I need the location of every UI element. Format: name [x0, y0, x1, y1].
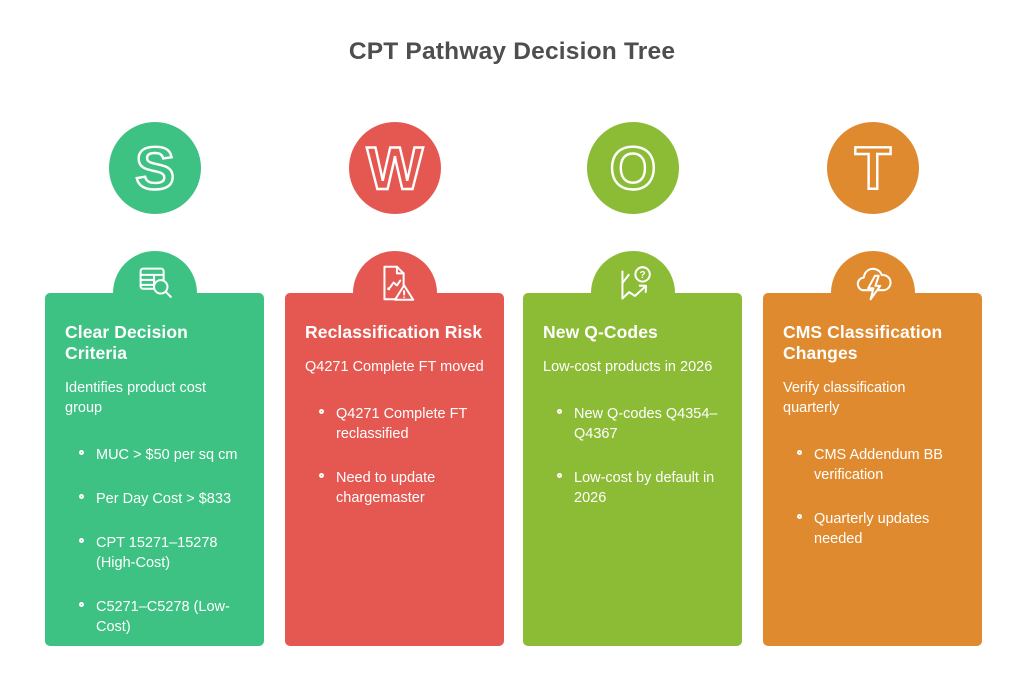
- bullet-item: Q4271 Complete FT reclassified: [319, 404, 484, 444]
- bullet-text: Low-cost by default in 2026: [574, 470, 715, 506]
- card-content: Clear Decision Criteria Identifies produ…: [45, 293, 264, 637]
- card-subtitle: Verify classification quarterly: [783, 380, 906, 416]
- cloud-lightning-icon: [856, 267, 892, 301]
- opportunities-card: ? New Q-Codes Low-cost products in 2026 …: [523, 251, 742, 646]
- growth-chart-question-icon: ?: [620, 266, 651, 300]
- letter-badge-t: T: [826, 122, 919, 214]
- letter-o-outline: O: [608, 134, 657, 203]
- bullet-text: CMS Addendum BB verification: [814, 447, 943, 483]
- bullet-list: Q4271 Complete FT reclassified Need to u…: [305, 404, 484, 508]
- letter-badge-s: S: [108, 122, 201, 214]
- bullet-dot: [797, 449, 802, 455]
- letter-w-outline: W: [365, 134, 424, 203]
- card-bump: ?: [590, 251, 675, 335]
- svg-text:?: ?: [639, 270, 645, 281]
- bullet-dot: [79, 493, 84, 499]
- bullet-item: Quarterly updates needed: [797, 509, 962, 549]
- bullet-item: C5271–C5278 (Low-Cost): [79, 597, 244, 637]
- letter-s-outline: S: [133, 134, 175, 203]
- bullet-item: CMS Addendum BB verification: [797, 445, 962, 485]
- bullet-dot: [557, 408, 562, 414]
- bullet-dot: [79, 537, 84, 543]
- card-title: Reclassification Risk: [305, 322, 483, 342]
- bullet-text: Quarterly updates needed: [814, 511, 930, 547]
- swot-column-weaknesses: W Reclassification Risk: [285, 122, 504, 646]
- svg-text:S: S: [134, 135, 174, 202]
- bullet-item: CPT 15271–15278 (High-Cost): [79, 533, 244, 573]
- card-bump: [352, 251, 437, 335]
- bullet-text: New Q-codes Q4354–Q4367: [574, 406, 718, 442]
- bullet-dot: [79, 601, 84, 607]
- svg-text:W: W: [366, 135, 423, 202]
- bullet-text: C5271–C5278 (Low-Cost): [96, 599, 230, 635]
- document-chart-warning-icon: [382, 265, 414, 301]
- bullet-item: MUC > $50 per sq cm: [79, 445, 244, 465]
- page-title: CPT Pathway Decision Tree: [348, 38, 676, 65]
- card-content: New Q-Codes Low-cost products in 2026 Ne…: [523, 293, 742, 508]
- bullet-item: Low-cost by default in 2026: [557, 468, 722, 508]
- bullet-list: MUC > $50 per sq cm Per Day Cost > $833 …: [65, 445, 244, 637]
- bullet-item: New Q-codes Q4354–Q4367: [557, 404, 722, 444]
- card-subtitle: Q4271 Complete FT moved: [305, 359, 484, 375]
- card-content: CMS Classification Changes Verify classi…: [763, 293, 982, 549]
- card-content: Reclassification Risk Q4271 Complete FT …: [285, 293, 504, 508]
- swot-column-opportunities: O ? New Q-Codes Low-cost prod: [523, 122, 742, 646]
- card-subtitle: Low-cost products in 2026: [543, 359, 713, 375]
- bullet-text: Need to update chargemaster: [336, 470, 436, 506]
- bullet-text: MUC > $50 per sq cm: [96, 447, 238, 463]
- bullet-item: Need to update chargemaster: [319, 468, 484, 508]
- card-title: New Q-Codes: [543, 322, 658, 342]
- card-bump: [112, 251, 197, 335]
- bullet-text: CPT 15271–15278 (High-Cost): [96, 535, 218, 571]
- bullet-list: CMS Addendum BB verification Quarterly u…: [783, 445, 962, 549]
- bullet-dot: [319, 472, 324, 478]
- bullet-text: Q4271 Complete FT reclassified: [336, 406, 468, 442]
- bullet-dot: [319, 408, 324, 414]
- letter-badge-o: O: [586, 122, 679, 214]
- letter-t-outline: T: [853, 134, 892, 203]
- card-title: CMS Classification Changes: [783, 322, 943, 363]
- strengths-card: Clear Decision Criteria Identifies produ…: [45, 251, 264, 646]
- bullet-dot: [557, 472, 562, 478]
- table-search-icon: [139, 267, 172, 298]
- bullet-text: Per Day Cost > $833: [96, 491, 232, 507]
- card-title: Clear Decision Criteria: [65, 322, 188, 363]
- threats-card: CMS Classification Changes Verify classi…: [763, 251, 982, 646]
- weaknesses-card: Reclassification Risk Q4271 Complete FT …: [285, 251, 504, 646]
- bullet-dot: [79, 449, 84, 455]
- card-bump: [830, 251, 915, 335]
- swot-column-strengths: S Clear Decision Criter: [45, 122, 264, 646]
- card-subtitle: Identifies product cost group: [65, 380, 207, 416]
- svg-text:T: T: [854, 135, 891, 202]
- letter-badge-w: W: [348, 122, 441, 214]
- swot-column-threats: T CMS Classification Changes Verify clas…: [763, 122, 982, 646]
- bullet-list: New Q-codes Q4354–Q4367 Low-cost by defa…: [543, 404, 722, 508]
- bullet-dot: [797, 513, 802, 519]
- bullet-item: Per Day Cost > $833: [79, 489, 244, 509]
- svg-text:O: O: [609, 135, 656, 202]
